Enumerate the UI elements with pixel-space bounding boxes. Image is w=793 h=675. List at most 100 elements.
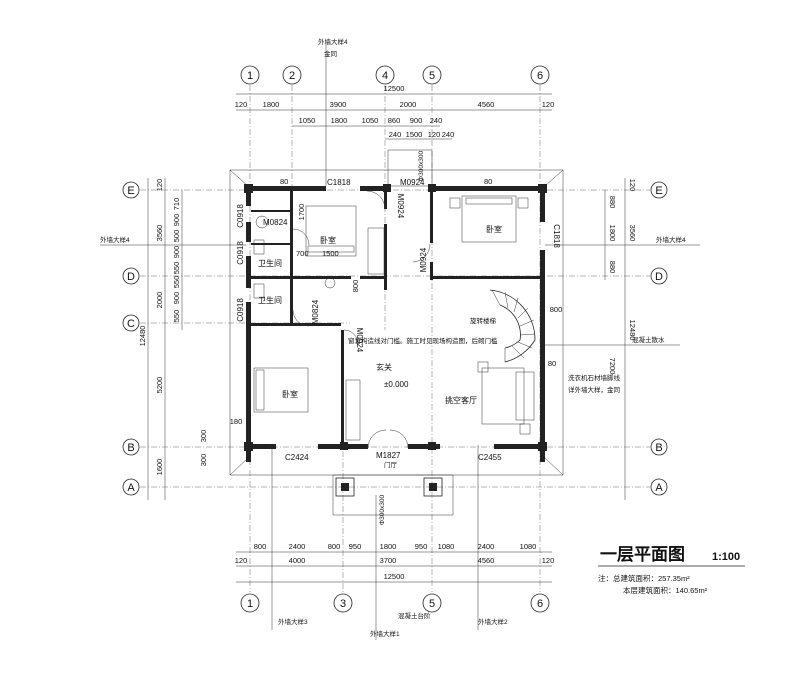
svg-text:C: C: [127, 318, 135, 330]
svg-text:1500: 1500: [406, 130, 423, 139]
svg-text:180: 180: [230, 417, 243, 426]
svg-text:800: 800: [550, 305, 563, 314]
interior-dims: 1700 700 1500 800 80 80: [280, 177, 492, 292]
svg-text:1500: 1500: [322, 249, 339, 258]
room-bath-1: 卫生间: [258, 258, 282, 268]
room-foyer: 玄关: [376, 362, 392, 372]
svg-text:4000: 4000: [289, 556, 306, 565]
svg-text:4560: 4560: [478, 556, 495, 565]
svg-text:6: 6: [537, 70, 543, 82]
svg-text:12500: 12500: [384, 84, 405, 93]
axis-bubbles-bottom: 1 3 5 6: [240, 593, 550, 613]
title-block: 一层平面图 1:100 注：总建筑面积：257.35m² 本层建筑面积：140.…: [598, 545, 745, 595]
svg-text:A: A: [655, 482, 663, 494]
svg-text:7200: 7200: [608, 358, 617, 375]
svg-text:A: A: [127, 482, 135, 494]
floor-area-note: 本层建筑面积：140.65m²: [623, 585, 708, 595]
svg-text:外墙大样4: 外墙大样4: [318, 37, 348, 46]
svg-text:1800: 1800: [380, 542, 397, 551]
svg-text:900: 900: [172, 292, 181, 305]
svg-text:2400: 2400: [478, 542, 495, 551]
svg-text:4: 4: [382, 70, 388, 82]
dims-left: 12480 120 3560 2000 5200 1600 710 900 50…: [138, 178, 242, 500]
svg-text:900: 900: [172, 246, 181, 259]
svg-text:6: 6: [537, 598, 543, 610]
svg-text:800: 800: [254, 542, 267, 551]
svg-text:2000: 2000: [155, 292, 164, 309]
svg-text:2400: 2400: [289, 542, 306, 551]
dims-top: 12500 120 1800 3900 2000 4560 120 1050 1…: [235, 84, 555, 140]
svg-text:1050: 1050: [299, 116, 316, 125]
svg-text:M0924: M0924: [400, 178, 425, 187]
room-living: 挑空客厅: [445, 395, 477, 405]
room-labels: 卧室 卧室 卧室 卫生间 卫生间 玄关 挑空客厅 旋转楼梯 ±0.000 门厅: [258, 224, 502, 469]
total-area-note: 注：总建筑面积：257.35m²: [598, 573, 690, 583]
svg-text:洗衣机石材墙脚线: 洗衣机石材墙脚线: [568, 373, 621, 382]
svg-text:2000: 2000: [400, 100, 417, 109]
svg-text:1800: 1800: [331, 116, 348, 125]
svg-text:880: 880: [608, 196, 617, 209]
svg-text:120: 120: [628, 179, 637, 192]
svg-text:3900: 3900: [330, 100, 347, 109]
svg-text:M0824: M0824: [311, 299, 320, 324]
svg-text:E: E: [655, 185, 662, 197]
axis-bubbles-right: E D B A: [650, 181, 668, 496]
detail-callouts: 外墙大样4 金同 外墙大样4 外墙大样4 混凝土散水 窗套构造线对门槛。施工时见…: [100, 37, 700, 640]
svg-text:C0918: C0918: [236, 298, 245, 322]
svg-text:M0924: M0924: [419, 247, 428, 272]
svg-text:120: 120: [235, 556, 248, 565]
svg-text:80: 80: [484, 177, 492, 186]
svg-text:2: 2: [289, 70, 295, 82]
svg-text:1700: 1700: [297, 204, 306, 221]
svg-text:120: 120: [542, 556, 555, 565]
svg-text:12500: 12500: [384, 572, 405, 581]
opening-labels: C1818 C1818 M0924 M0924 M0924 M0924 M082…: [236, 178, 561, 462]
dims-bottom: 800 2400 800 950 1800 950 1080 2400 1080…: [235, 542, 555, 583]
svg-text:1600: 1600: [155, 459, 164, 476]
svg-text:外墙大样4: 外墙大样4: [100, 235, 130, 244]
svg-text:1080: 1080: [438, 542, 455, 551]
svg-text:5: 5: [429, 598, 435, 610]
svg-text:300: 300: [199, 430, 208, 443]
svg-text:800: 800: [328, 542, 341, 551]
svg-text:700: 700: [296, 249, 309, 258]
svg-text:3560: 3560: [628, 225, 637, 242]
svg-text:M1827: M1827: [376, 451, 401, 460]
svg-text:Φ300x300: Φ300x300: [379, 495, 386, 526]
room-entry: 门厅: [384, 460, 398, 469]
svg-text:3700: 3700: [380, 556, 397, 565]
svg-text:950: 950: [349, 542, 362, 551]
svg-text:1800: 1800: [263, 100, 280, 109]
svg-text:窗套构造线对门槛。施工时见现场构造图，后砌门槛: 窗套构造线对门槛。施工时见现场构造图，后砌门槛: [348, 336, 498, 345]
svg-text:710: 710: [172, 198, 181, 211]
svg-text:3: 3: [340, 598, 346, 610]
svg-text:240: 240: [430, 116, 443, 125]
svg-text:1080: 1080: [520, 542, 537, 551]
svg-text:5200: 5200: [155, 377, 164, 394]
svg-text:240: 240: [389, 130, 402, 139]
svg-text:1800: 1800: [608, 225, 617, 242]
svg-text:B: B: [655, 442, 662, 454]
svg-text:120: 120: [542, 100, 555, 109]
svg-text:C0918: C0918: [236, 241, 245, 265]
svg-text:80: 80: [548, 359, 556, 368]
svg-text:3560: 3560: [155, 225, 164, 242]
svg-text:M0824: M0824: [263, 218, 288, 227]
svg-text:C1818: C1818: [327, 178, 351, 187]
svg-text:详外墙大样，金同: 详外墙大样，金同: [568, 385, 620, 394]
svg-text:混凝土散水: 混凝土散水: [632, 335, 665, 344]
svg-text:C1818: C1818: [552, 224, 561, 248]
svg-text:M0924: M0924: [396, 194, 405, 219]
svg-text:500: 500: [172, 230, 181, 243]
svg-text:800: 800: [351, 280, 360, 293]
room-bath-2: 卫生间: [258, 295, 282, 305]
svg-text:金同: 金同: [324, 49, 337, 58]
drawing-scale: 1:100: [712, 551, 740, 563]
drawing-title: 一层平面图: [600, 545, 685, 564]
svg-text:D: D: [127, 271, 135, 283]
svg-text:12480: 12480: [628, 320, 637, 341]
spiral-stair: [489, 289, 536, 363]
svg-text:120: 120: [428, 130, 441, 139]
svg-text:外墙大样2: 外墙大样2: [478, 617, 508, 626]
